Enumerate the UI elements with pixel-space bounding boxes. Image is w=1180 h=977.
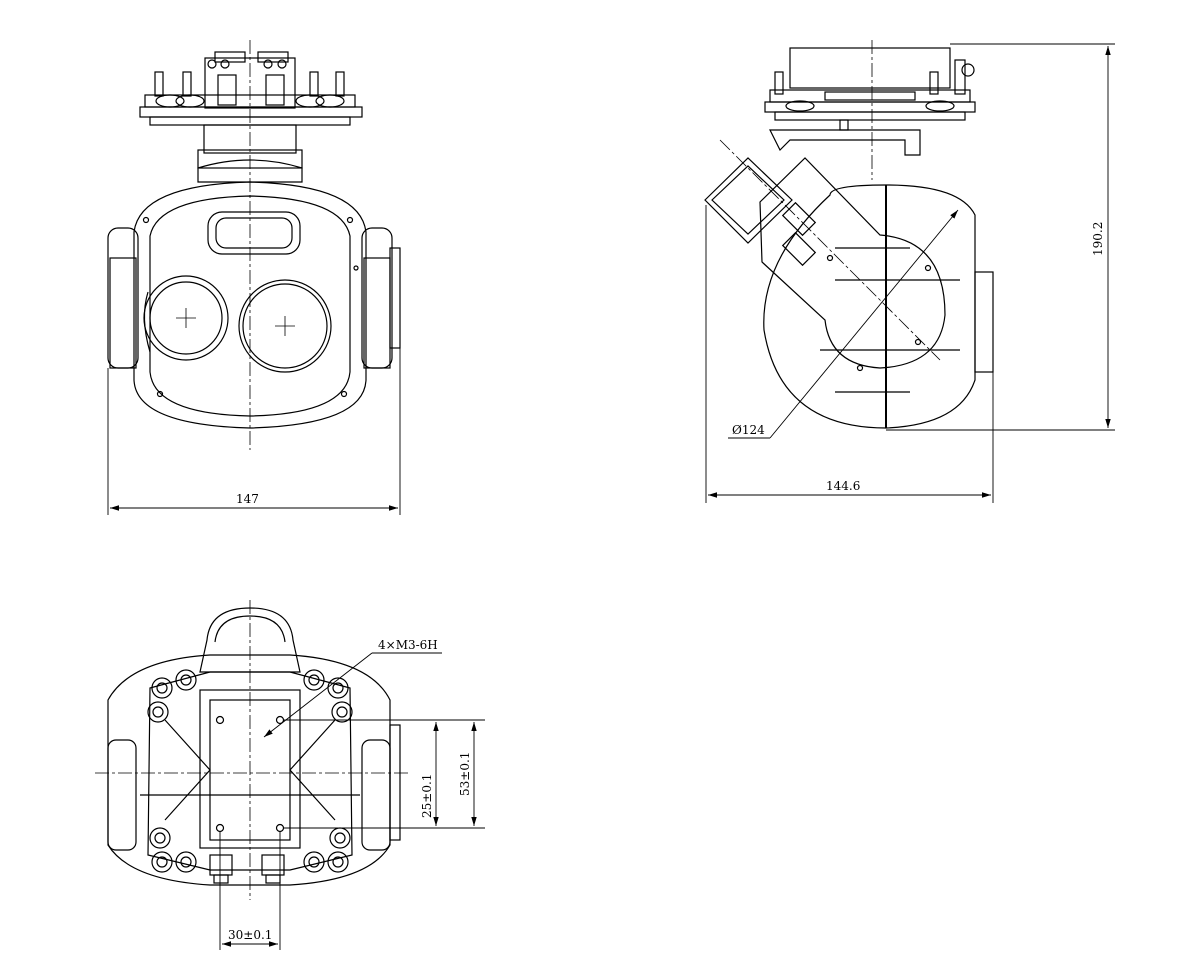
side-height-dimension [886,43,1115,431]
ball-diameter-label: Ø124 [732,423,765,437]
bottom-bolt-holes [215,715,285,833]
camera-body [107,181,401,429]
side-height-label: 190.2 [1091,222,1105,256]
side-view [704,40,1115,503]
hole-spacing-width-label: 30±0.1 [228,928,272,942]
hole-spacing-width-dimension [219,832,281,950]
side-ball [763,184,994,429]
bottom-outer-body [107,607,401,886]
bottom-view [95,600,485,950]
side-arm [769,119,921,156]
mount-plate [139,51,363,126]
bottom-connectors [209,854,285,884]
lens-crosshairs [176,308,295,336]
thread-callout-label: 4×M3-6H [378,638,438,652]
hole-spacing-short-dimension [284,719,485,829]
thread-callout-leader [263,652,442,738]
front-view [107,40,401,515]
side-depth-label: 144.6 [826,479,860,493]
side-mount-plate [764,47,976,121]
bottom-dampers [147,669,353,873]
hole-spacing-long-label: 53±0.1 [458,752,472,796]
front-width-dimension [107,348,401,515]
side-camera-pod [704,157,946,369]
side-axis-diagonal [719,139,941,361]
hole-spacing-short-label: 25±0.1 [420,774,434,818]
front-width-label: 147 [236,492,259,506]
ball-diameter-leader [728,209,959,439]
side-depth-dimension [705,205,994,503]
